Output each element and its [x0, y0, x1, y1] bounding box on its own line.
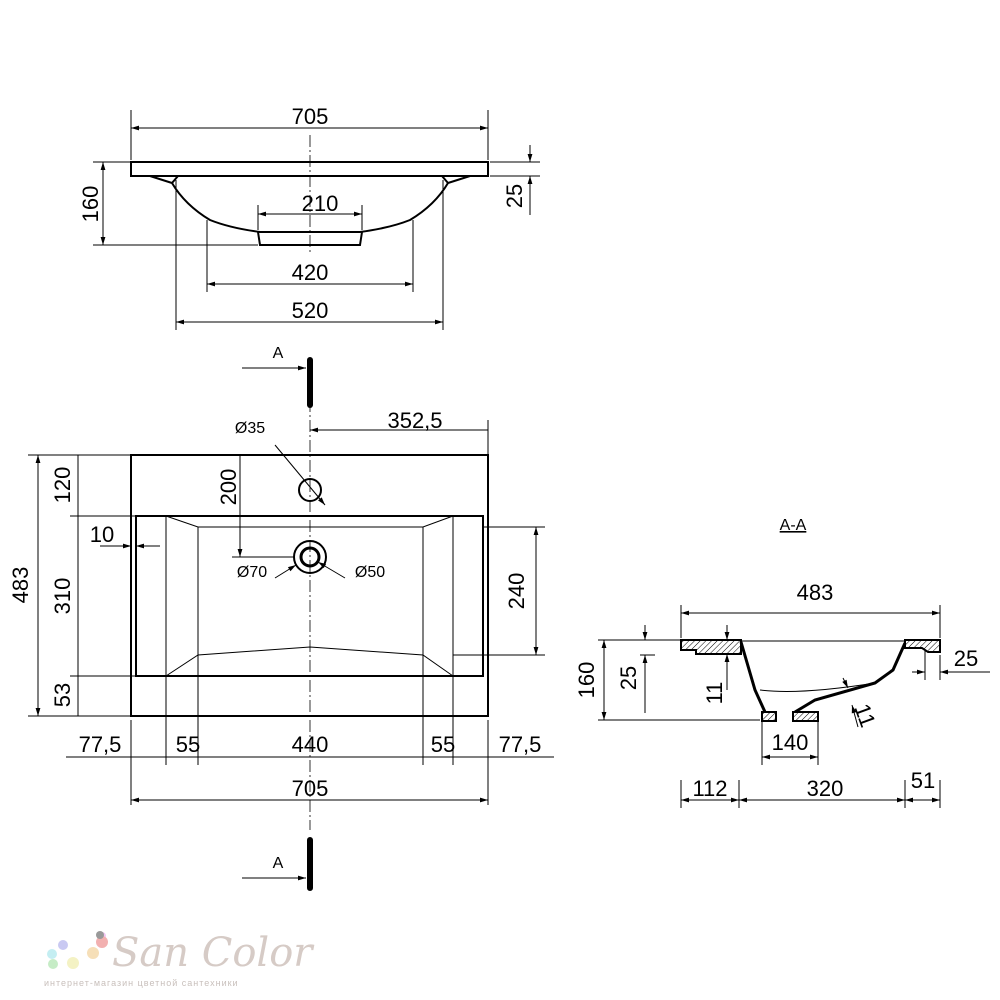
dim-seg-c: 440 — [292, 732, 329, 757]
section-a-a: A-A 483 160 25 11 11 25 140 112 320 51 — [574, 517, 990, 808]
section-dim-wall-2: 11 — [849, 700, 880, 730]
dim-overflow: Ø70 — [237, 564, 267, 581]
dim-seg-e: 77,5 — [499, 732, 542, 757]
section-dim-height: 160 — [574, 662, 599, 699]
dim-base-width: 520 — [292, 298, 329, 323]
dim-width: 705 — [292, 104, 329, 129]
sancolor-logo: San Color интернет-магазин цветной санте… — [44, 930, 315, 988]
dim-tap-hole: Ø35 — [235, 420, 265, 437]
section-dim-width: 483 — [797, 580, 834, 605]
dim-drain-width: 210 — [302, 191, 339, 216]
dim-drain: Ø50 — [355, 564, 385, 581]
section-dim-rim: 25 — [616, 666, 641, 690]
dim-bowl-width: 420 — [292, 260, 329, 285]
dim-edge: 10 — [90, 522, 114, 547]
dim-seg-b: 55 — [176, 732, 200, 757]
dim-rim: 25 — [502, 184, 527, 208]
dim-height: 160 — [78, 186, 103, 223]
plan-view: A A 352,5 Ø35 200 Ø70 Ø50 240 483 120 31… — [8, 345, 554, 891]
logo-tagline: интернет-магазин цветной сантехники — [44, 978, 239, 988]
dim-front: 120 — [50, 467, 75, 504]
section-title: A-A — [780, 517, 807, 534]
front-elevation: 705 160 25 210 420 520 — [78, 104, 540, 330]
dim-seg-a: 77,5 — [79, 732, 122, 757]
logo-name: San Color — [112, 930, 315, 976]
dim-total-width: 705 — [292, 776, 329, 801]
dim-bowl-depth: 240 — [504, 573, 529, 610]
section-dim-rim-right: 25 — [954, 646, 978, 671]
section-mark-top: A — [273, 345, 284, 362]
section-mark-bottom: A — [273, 855, 284, 872]
dim-tap-distance: 200 — [216, 469, 241, 506]
section-dim-wall: 11 — [702, 682, 727, 705]
dim-mid: 310 — [50, 578, 75, 615]
dim-back: 53 — [50, 683, 75, 707]
section-dim-left: 112 — [692, 776, 727, 801]
section-dim-right: 51 — [911, 768, 935, 793]
dim-offset: 352,5 — [387, 408, 442, 433]
section-dim-drain: 140 — [772, 730, 809, 755]
section-dim-mid: 320 — [807, 776, 844, 801]
dim-seg-d: 55 — [431, 732, 455, 757]
dim-total-depth: 483 — [8, 567, 33, 604]
